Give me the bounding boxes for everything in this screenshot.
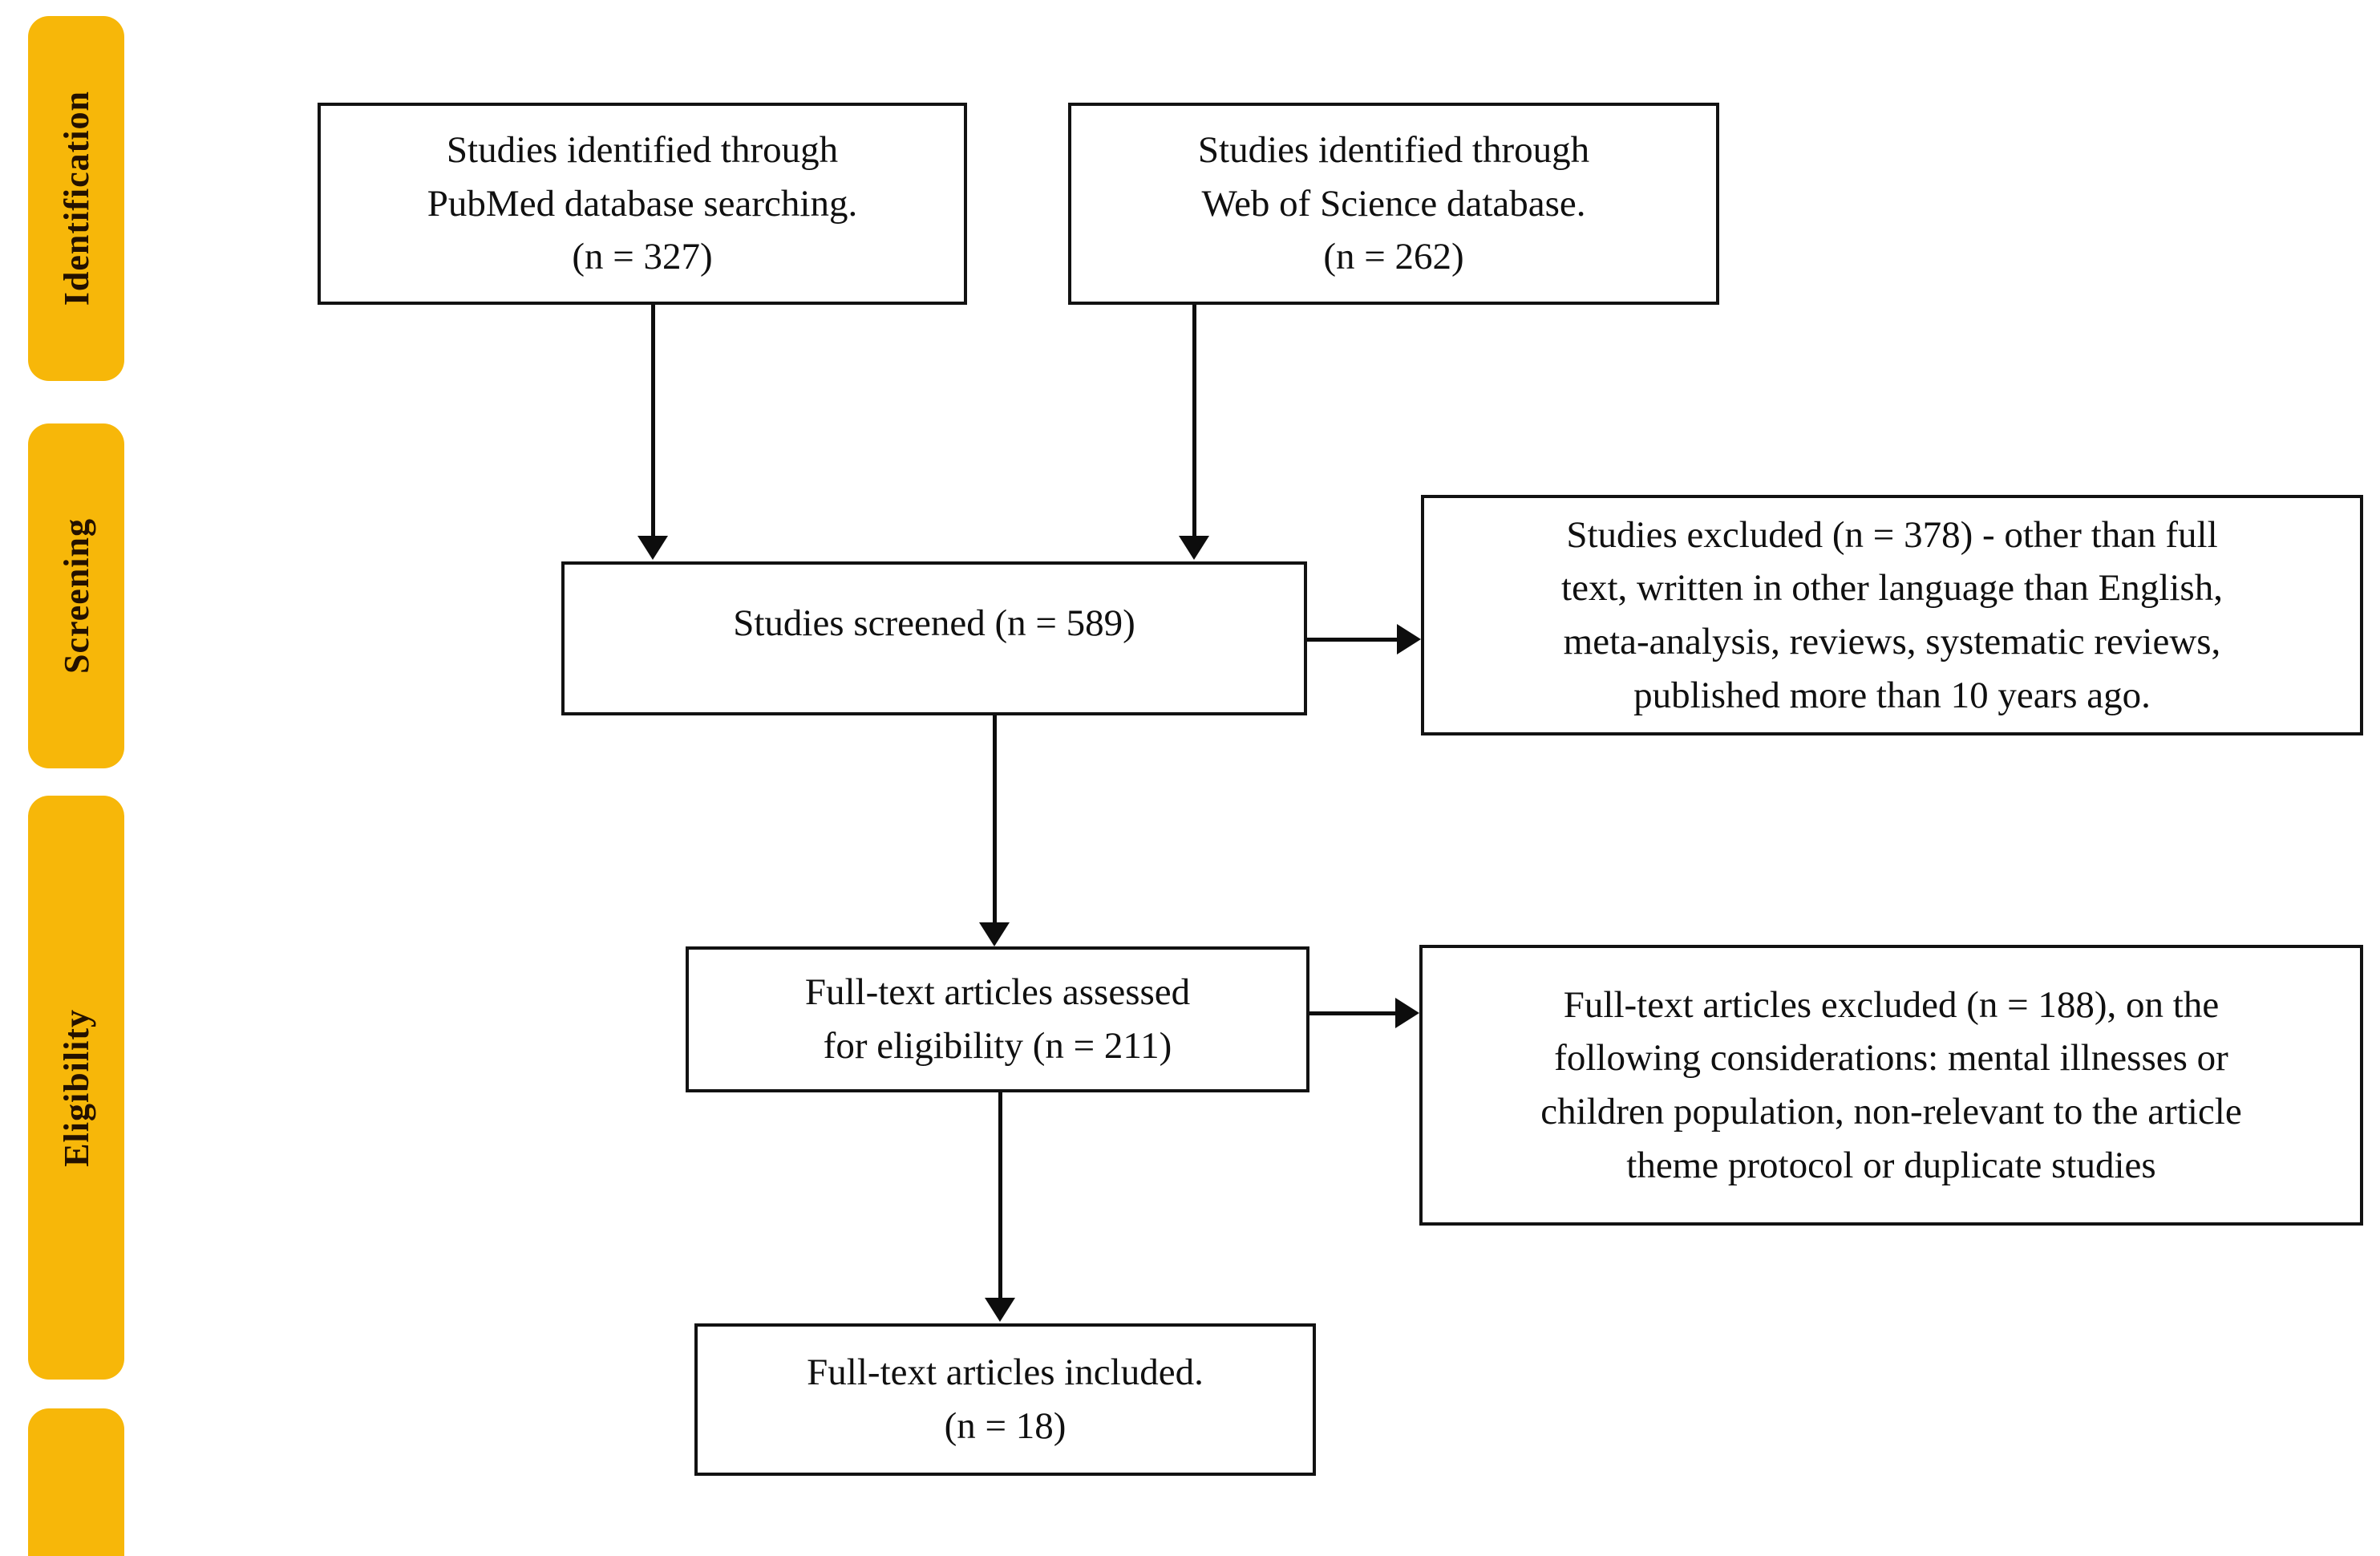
connector-screened-to-excluded-arrowhead — [1397, 624, 1421, 654]
box-wos-identified-text: Studies identified through Web of Scienc… — [1197, 128, 1590, 278]
stage-label-screening: Screening — [56, 518, 96, 674]
box-pubmed-identified-text: Studies identified through PubMed databa… — [427, 128, 858, 278]
connector-eligibility-to-included-arrowhead — [985, 1298, 1015, 1322]
connector-screened-to-excluded-line — [1307, 638, 1402, 642]
box-articles-included: Full-text articles included. (n = 18) — [694, 1323, 1316, 1476]
box-wos-identified: Studies identified through Web of Scienc… — [1068, 103, 1719, 305]
connector-eligibility-to-excluded-arrowhead — [1395, 998, 1419, 1028]
box-pubmed-identified: Studies identified through PubMed databa… — [318, 103, 967, 305]
stage-bar-eligibility: Eligibility — [28, 796, 124, 1380]
connector-pubmed-to-screened-line — [651, 305, 655, 537]
box-eligibility-assessed-text: Full-text articles assessed for eligibil… — [804, 971, 1191, 1067]
box-articles-included-text: Full-text articles included. (n = 18) — [807, 1351, 1204, 1447]
stage-bar-inclusion: Inclusion — [28, 1408, 124, 1556]
box-studies-screened-text: Studies screened (n = 589) — [733, 602, 1135, 644]
stage-label-eligibility: Eligibility — [56, 1008, 96, 1167]
box-studies-screened: Studies screened (n = 589) — [561, 561, 1307, 715]
connector-eligibility-to-excluded-line — [1309, 1011, 1400, 1015]
box-fulltext-excluded-text: Full-text articles excluded (n = 188), o… — [1540, 983, 2242, 1186]
connector-pubmed-to-screened-arrowhead — [638, 536, 668, 560]
box-eligibility-assessed: Full-text articles assessed for eligibil… — [686, 946, 1309, 1092]
box-studies-excluded: Studies excluded (n = 378) - other than … — [1421, 495, 2363, 735]
box-fulltext-excluded: Full-text articles excluded (n = 188), o… — [1419, 945, 2363, 1226]
stage-label-identification: Identification — [56, 91, 96, 306]
connector-eligibility-to-included-line — [998, 1092, 1002, 1299]
stage-bar-screening: Screening — [28, 423, 124, 768]
connector-wos-to-screened-arrowhead — [1179, 536, 1209, 560]
box-studies-excluded-text: Studies excluded (n = 378) - other than … — [1561, 513, 2223, 716]
connector-wos-to-screened-line — [1192, 305, 1196, 537]
stage-bar-identification: Identification — [28, 16, 124, 381]
connector-screened-to-eligibility-arrowhead — [979, 922, 1010, 946]
connector-screened-to-eligibility-line — [993, 715, 997, 924]
